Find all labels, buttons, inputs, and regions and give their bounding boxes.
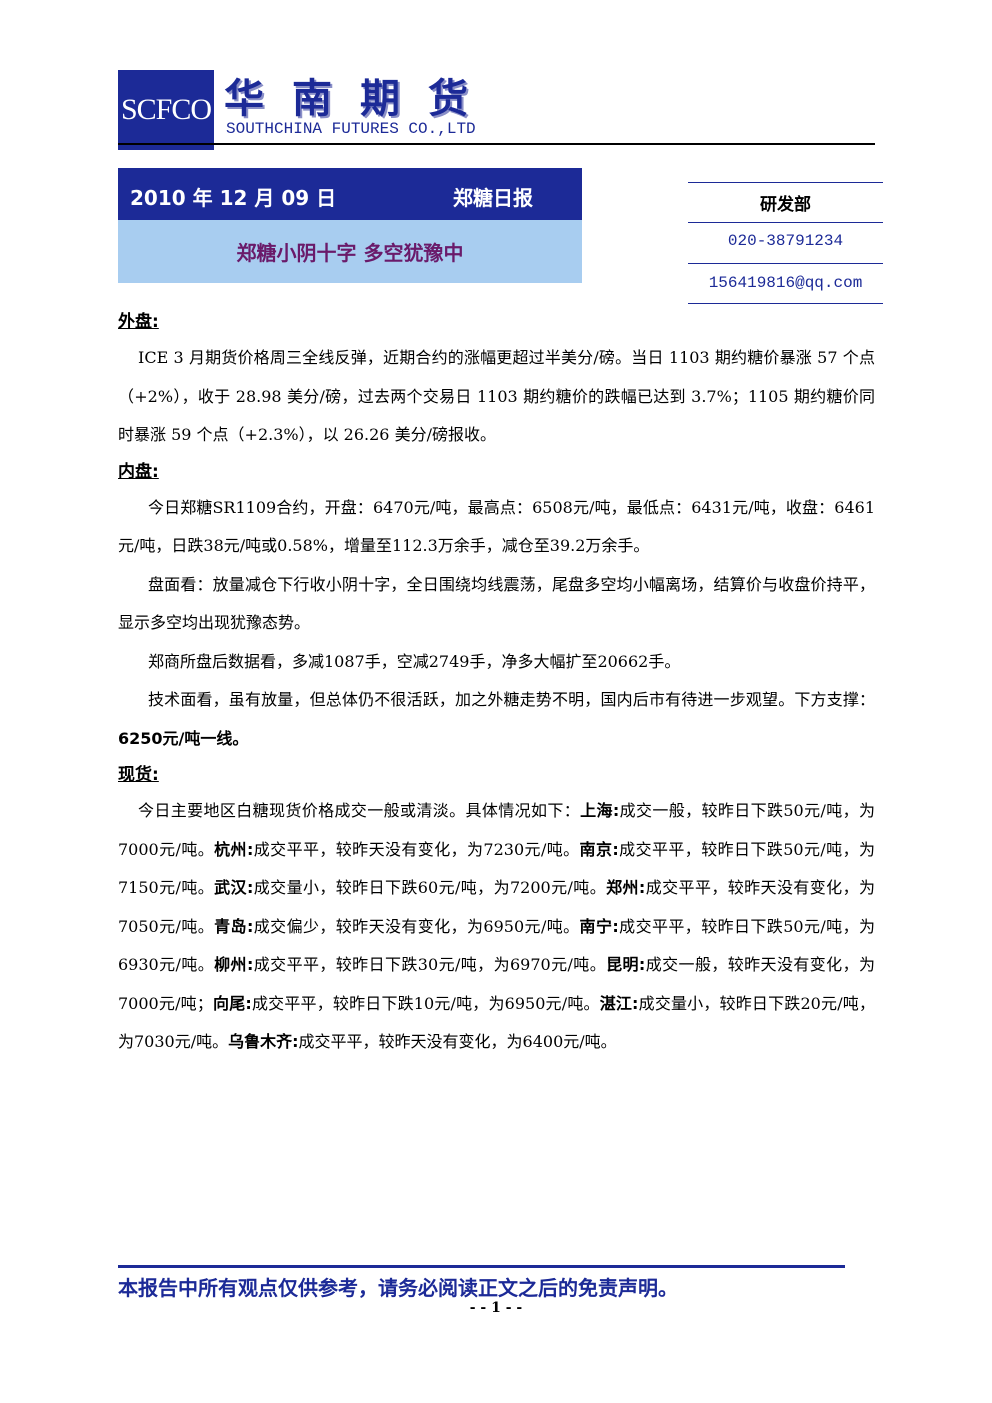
- contact-divider: [688, 182, 883, 183]
- department-label: 研发部: [760, 195, 811, 215]
- domestic-paragraph-3: 郑商所盘后数据看，多减1087手，空减2749手，净多大幅扩至20662手。: [148, 651, 681, 671]
- report-type: 郑糖日报: [453, 186, 533, 210]
- city-name: 上海:: [580, 801, 620, 820]
- city-name: 向尾:: [212, 993, 252, 1013]
- page-number: - - 1 - -: [469, 1300, 523, 1316]
- city-text: 成交平平，较昨天没有变化，为7050元/吨。: [118, 878, 875, 936]
- report-body: 外盘: ICE 3 月期货价格周三全线反弹，近期合约的涨幅更超过半美分/磅。当日…: [118, 305, 875, 1062]
- report-headline: 郑糖小阴十字 多空犹豫中: [118, 220, 582, 283]
- city-name: 乌鲁木齐:: [228, 1032, 299, 1051]
- section-heading-foreign: 外盘:: [118, 312, 159, 332]
- city-name: 武汉:: [214, 878, 254, 897]
- city-text: 成交一般，较昨天没有变化，为7000元/吨；: [118, 955, 875, 1013]
- contact-phone: 020-38791234: [727, 232, 844, 250]
- city-name: 湛江:: [599, 993, 639, 1013]
- city-name: 南宁:: [579, 916, 619, 936]
- spot-intro: 今日主要地区白糖现货价格成交一般或清淡。具体情况如下：: [138, 801, 581, 820]
- city-text: 成交平平，较昨日下跌10元/吨，为6950元/吨。: [251, 993, 600, 1013]
- contact-divider: [688, 303, 883, 304]
- report-title-bar: 2010 年 12 月 09 日 郑糖日报: [118, 168, 582, 220]
- disclaimer-text: 本报告中所有观点仅供参考，请务必阅读正文之后的免责声明。: [118, 1276, 678, 1300]
- report-date: 2010 年 12 月 09 日: [130, 186, 337, 210]
- foreign-market-paragraph: ICE 3 月期货价格周三全线反弹，近期合约的涨幅更超过半美分/磅。当日 110…: [118, 348, 875, 444]
- domestic-paragraph-2: 盘面看：放量减仓下行收小阴十字，全日围绕均线震荡，尾盘多空均小幅离场，结算价与收…: [118, 574, 875, 633]
- city-name: 杭州:: [214, 839, 254, 859]
- domestic-paragraph-4: 技术面看，虽有放量，但总体仍不很活跃，加之外糖走势不明，国内后市有待进一步观望。…: [118, 681, 875, 758]
- section-heading-spot: 现货:: [118, 765, 159, 785]
- spot-paragraph: 今日主要地区白糖现货价格成交一般或清淡。具体情况如下：上海:成交一般，较昨日下跌…: [118, 792, 875, 1062]
- city-text: 成交平平，较昨日下跌50元/吨，为7150元/吨。: [118, 839, 875, 898]
- city-name: 柳州:: [214, 955, 254, 974]
- city-text: 成交平平，较昨日下跌50元/吨，为6930元/吨。: [118, 916, 875, 975]
- city-text: 成交平平，较昨天没有变化，为6400元/吨。: [298, 1032, 617, 1051]
- city-text: 成交量小，较昨日下跌60元/吨，为7200元/吨。: [253, 878, 607, 897]
- domestic-paragraph-4-text: 技术面看，虽有放量，但总体仍不很活跃，加之外糖走势不明，国内后市有待进一步观望。…: [148, 690, 875, 709]
- company-name-cn: 华南期货: [224, 76, 496, 122]
- header-divider: [118, 143, 875, 145]
- domestic-paragraph-1: 今日郑糖SR1109合约，开盘：6470元/吨，最高点：6508元/吨，最低点：…: [118, 497, 875, 556]
- city-name: 昆明:: [606, 955, 646, 974]
- contact-divider: [688, 263, 883, 264]
- support-level: 6250元/吨一线。: [118, 728, 249, 748]
- city-name: 青岛:: [214, 916, 254, 936]
- city-name: 南京:: [579, 839, 619, 859]
- contact-divider: [688, 222, 883, 223]
- company-logo: SCFCO: [118, 70, 214, 150]
- section-heading-domestic: 内盘:: [118, 461, 159, 482]
- company-name-en: SOUTHCHINA FUTURES CO.,LTD: [226, 120, 476, 138]
- city-text: 成交偏少，较昨天没有变化，为6950元/吨。: [253, 916, 580, 936]
- city-text: 成交一般，较昨日下跌50元/吨，为7000元/吨。: [118, 801, 875, 859]
- city-text: 成交平平，较昨天没有变化，为7230元/吨。: [253, 839, 580, 859]
- contact-email[interactable]: 156419816@qq.com: [708, 274, 863, 292]
- footer-divider: [118, 1265, 845, 1268]
- city-text: 成交平平，较昨日下跌30元/吨，为6970元/吨。: [253, 955, 607, 974]
- city-text: 成交量小，较昨日下跌20元/吨，为7030元/吨。: [118, 993, 875, 1052]
- city-name: 郑州:: [606, 878, 646, 897]
